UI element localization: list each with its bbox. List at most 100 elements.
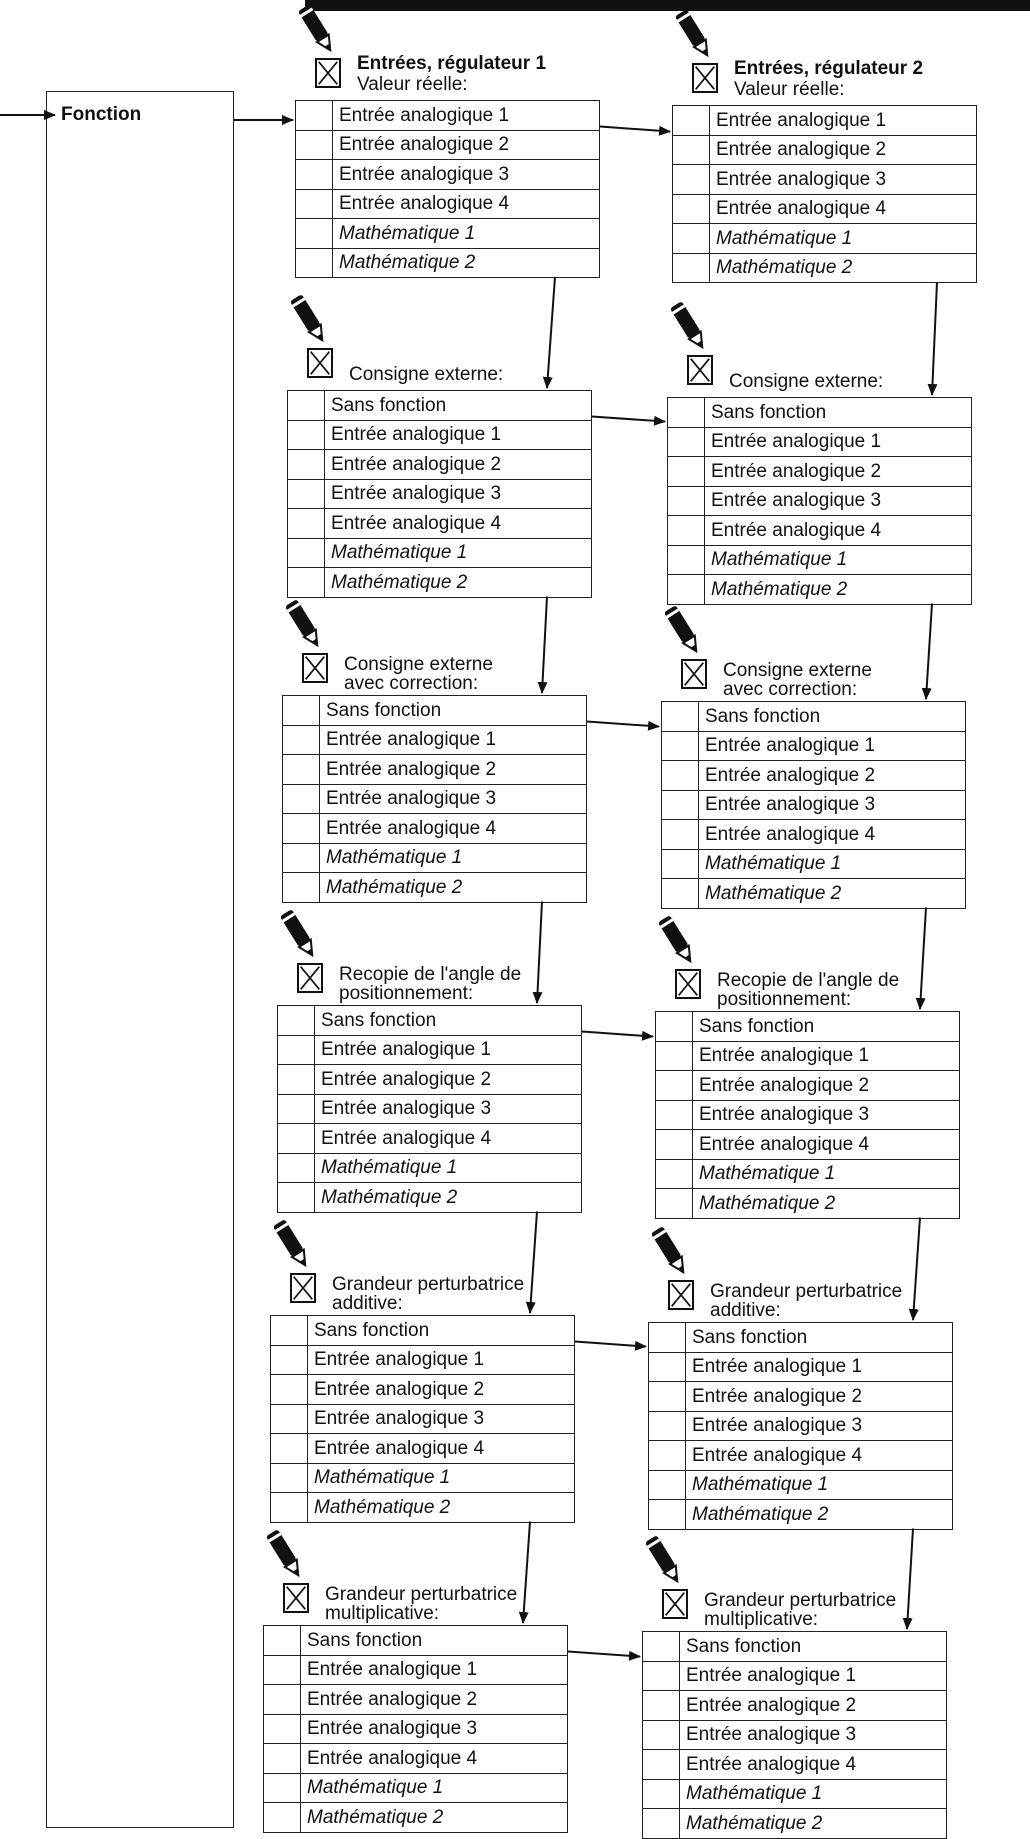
option-row[interactable]: Entrée analogique 2 (661, 760, 966, 791)
option-row[interactable]: Mathématique 1 (642, 1778, 947, 1809)
option-select-cell[interactable] (648, 1499, 686, 1530)
option-select-cell[interactable] (642, 1808, 680, 1839)
option-row[interactable]: Entrée analogique 1 (295, 100, 600, 131)
option-row[interactable]: Entrée analogique 1 (672, 105, 977, 136)
option-row[interactable]: Sans fonction (263, 1625, 568, 1656)
option-row[interactable]: Mathématique 1 (295, 218, 600, 249)
option-row[interactable]: Sans fonction (270, 1315, 575, 1346)
option-row[interactable]: Entrée analogique 2 (270, 1374, 575, 1405)
option-row[interactable]: Entrée analogique 3 (648, 1410, 953, 1441)
option-row[interactable]: Entrée analogique 1 (282, 724, 587, 755)
option-row[interactable]: Mathématique 2 (282, 872, 587, 903)
option-row[interactable]: Entrée analogique 1 (277, 1034, 582, 1065)
option-select-cell[interactable] (287, 390, 325, 421)
option-row[interactable]: Entrée analogique 4 (672, 193, 977, 224)
option-select-cell[interactable] (642, 1660, 680, 1691)
option-select-cell[interactable] (667, 544, 705, 575)
option-select-cell[interactable] (277, 1064, 315, 1095)
option-select-cell[interactable] (263, 1772, 301, 1803)
option-row[interactable]: Entrée analogique 2 (282, 754, 587, 785)
option-row[interactable]: Mathématique 1 (667, 544, 972, 575)
option-row[interactable]: Sans fonction (648, 1322, 953, 1353)
option-row[interactable]: Entrée analogique 4 (642, 1749, 947, 1780)
option-row[interactable]: Entrée analogique 2 (287, 449, 592, 480)
option-row[interactable]: Entrée analogique 2 (655, 1070, 960, 1101)
option-select-cell[interactable] (642, 1778, 680, 1809)
option-select-cell[interactable] (270, 1344, 308, 1375)
option-select-cell[interactable] (655, 1099, 693, 1130)
option-row[interactable]: Entrée analogique 2 (648, 1381, 953, 1412)
option-select-cell[interactable] (667, 456, 705, 487)
option-select-cell[interactable] (655, 1040, 693, 1071)
option-select-cell[interactable] (642, 1631, 680, 1662)
option-row[interactable]: Entrée analogique 4 (282, 813, 587, 844)
option-select-cell[interactable] (661, 701, 699, 732)
option-select-cell[interactable] (672, 223, 710, 254)
option-row[interactable]: Entrée analogique 3 (263, 1713, 568, 1744)
option-row[interactable]: Entrée analogique 3 (277, 1093, 582, 1124)
option-select-cell[interactable] (270, 1492, 308, 1523)
crossed-checkbox-icon[interactable] (297, 963, 323, 993)
option-row[interactable]: Entrée analogique 3 (295, 159, 600, 190)
option-row[interactable]: Entrée analogique 3 (642, 1719, 947, 1750)
option-row[interactable]: Sans fonction (655, 1011, 960, 1042)
option-row[interactable]: Mathématique 2 (655, 1188, 960, 1219)
option-select-cell[interactable] (667, 485, 705, 516)
option-row[interactable]: Entrée analogique 2 (672, 134, 977, 165)
option-row[interactable]: Mathématique 1 (282, 842, 587, 873)
option-select-cell[interactable] (295, 159, 333, 190)
option-select-cell[interactable] (661, 848, 699, 879)
option-select-cell[interactable] (282, 842, 320, 873)
option-select-cell[interactable] (667, 574, 705, 605)
option-row[interactable]: Sans fonction (287, 390, 592, 421)
option-select-cell[interactable] (648, 1322, 686, 1353)
option-select-cell[interactable] (295, 247, 333, 278)
option-row[interactable]: Entrée analogique 4 (661, 819, 966, 850)
option-select-cell[interactable] (655, 1129, 693, 1160)
option-select-cell[interactable] (648, 1351, 686, 1382)
option-row[interactable]: Mathématique 1 (270, 1462, 575, 1493)
option-select-cell[interactable] (277, 1005, 315, 1036)
option-row[interactable]: Entrée analogique 4 (270, 1433, 575, 1464)
option-row[interactable]: Entrée analogique 1 (263, 1654, 568, 1685)
option-row[interactable]: Entrée analogique 4 (295, 188, 600, 219)
option-row[interactable]: Entrée analogique 1 (667, 426, 972, 457)
option-row[interactable]: Mathématique 1 (655, 1158, 960, 1189)
option-select-cell[interactable] (295, 218, 333, 249)
option-row[interactable]: Entrée analogique 2 (667, 456, 972, 487)
option-select-cell[interactable] (295, 188, 333, 219)
option-row[interactable]: Mathématique 1 (277, 1152, 582, 1183)
option-select-cell[interactable] (655, 1158, 693, 1189)
option-row[interactable]: Mathématique 2 (263, 1802, 568, 1833)
option-select-cell[interactable] (661, 760, 699, 791)
option-row[interactable]: Entrée analogique 1 (287, 419, 592, 450)
option-row[interactable]: Mathématique 1 (263, 1772, 568, 1803)
option-row[interactable]: Sans fonction (661, 701, 966, 732)
option-row[interactable]: Mathématique 2 (648, 1499, 953, 1530)
crossed-checkbox-icon[interactable] (315, 58, 341, 88)
option-select-cell[interactable] (282, 724, 320, 755)
option-row[interactable]: Mathématique 2 (287, 567, 592, 598)
option-row[interactable]: Entrée analogique 2 (277, 1064, 582, 1095)
option-row[interactable]: Entrée analogique 3 (655, 1099, 960, 1130)
option-row[interactable]: Entrée analogique 2 (295, 129, 600, 160)
option-row[interactable]: Mathématique 2 (667, 574, 972, 605)
option-select-cell[interactable] (270, 1374, 308, 1405)
option-row[interactable]: Mathématique 1 (661, 848, 966, 879)
option-row[interactable]: Mathématique 1 (648, 1469, 953, 1500)
crossed-checkbox-icon[interactable] (675, 969, 701, 999)
option-select-cell[interactable] (661, 730, 699, 761)
option-select-cell[interactable] (648, 1381, 686, 1412)
option-select-cell[interactable] (661, 789, 699, 820)
option-row[interactable]: Entrée analogique 2 (263, 1684, 568, 1715)
option-row[interactable]: Entrée analogique 2 (642, 1690, 947, 1721)
option-select-cell[interactable] (667, 397, 705, 428)
option-select-cell[interactable] (277, 1123, 315, 1154)
option-select-cell[interactable] (642, 1749, 680, 1780)
option-select-cell[interactable] (655, 1188, 693, 1219)
option-select-cell[interactable] (277, 1093, 315, 1124)
option-select-cell[interactable] (263, 1684, 301, 1715)
option-row[interactable]: Sans fonction (642, 1631, 947, 1662)
option-select-cell[interactable] (263, 1802, 301, 1833)
option-select-cell[interactable] (672, 164, 710, 195)
